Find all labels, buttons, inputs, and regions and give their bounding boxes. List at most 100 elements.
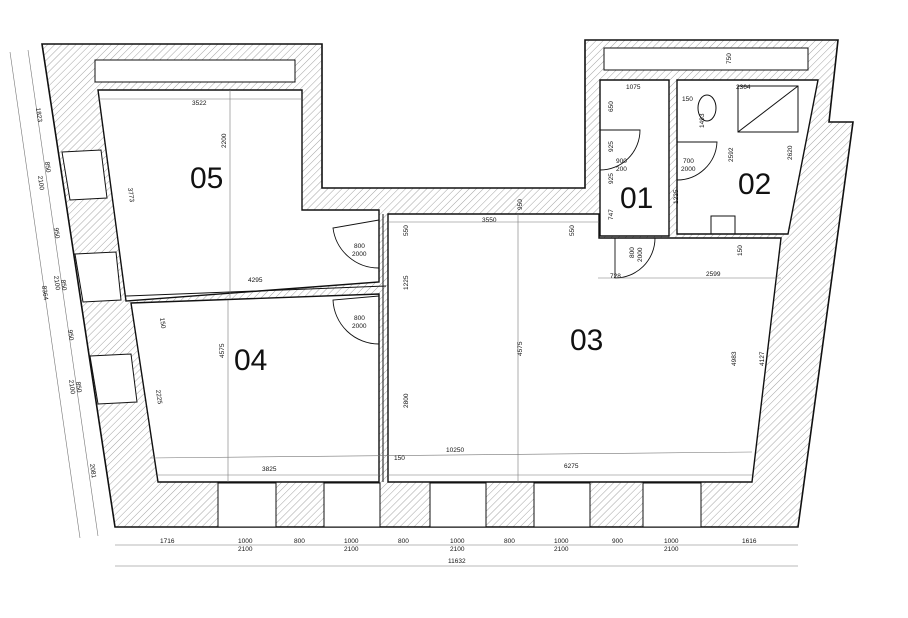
dim-bottom-4: 1000: [344, 538, 359, 545]
door-03-h: 2000: [637, 247, 644, 262]
dim-02-depth: 2592: [728, 147, 735, 162]
dim-bottom-14: 2100: [664, 546, 679, 553]
dim-bottom-5: 2100: [344, 546, 359, 553]
dim-03-depth: 4575: [517, 341, 524, 356]
door-04: [332, 295, 380, 345]
window-bottom-3: [429, 482, 487, 528]
dim-left-total: 8364: [40, 285, 49, 301]
dim-bottom-0: 1716: [160, 538, 175, 545]
dim-01-mid-1: 925: [608, 141, 615, 152]
dim-left-8: 2100: [67, 379, 76, 395]
dim-03-bottom: 6275: [564, 463, 579, 470]
window-bottom-2: [323, 482, 381, 528]
dim-total-width: 11632: [448, 558, 466, 565]
window-bottom-4: [533, 482, 591, 528]
door-02: [676, 141, 718, 181]
dim-bottom-12: 900: [612, 538, 623, 545]
dim-overall-inner: [149, 451, 753, 459]
door-03-w: 800: [629, 247, 636, 258]
room-05-floor: [97, 89, 380, 302]
room-04-floor: [130, 293, 380, 483]
dim-03-wall: 950: [517, 199, 524, 210]
dim-left-0: 1823: [34, 107, 43, 123]
dim-02-right: 2620: [787, 145, 794, 160]
dim-left-3: 950: [52, 227, 60, 239]
room-label-05: 05: [190, 162, 223, 195]
dim-bottom-3: 800: [294, 538, 305, 545]
dim-05-width: 3522: [192, 100, 207, 107]
dim-04-depth: 4575: [219, 343, 226, 358]
dim-left-9: 2081: [88, 463, 97, 479]
room-label-02: 02: [738, 168, 771, 201]
dim-02-lower: 1225: [673, 189, 680, 204]
door-04-h: 2000: [352, 323, 367, 330]
dim-03-right-outer: 4127: [759, 351, 766, 366]
dim-bottom-2: 2100: [238, 546, 253, 553]
window-top-left: [94, 59, 296, 83]
shower-tray: [737, 85, 799, 133]
room-03-floor: [387, 213, 782, 483]
dim-bottom-8: 2100: [450, 546, 465, 553]
dim-left-4: 850: [59, 279, 67, 291]
door-04-w: 800: [354, 315, 365, 322]
dim-bottom-9: 800: [504, 538, 515, 545]
dim-05-depth: 2200: [221, 133, 228, 148]
dim-02-basin: 150: [737, 245, 744, 256]
window-bottom-5: [642, 482, 702, 528]
dim-01-width: 1075: [626, 84, 641, 91]
dim-bottom-15: 1616: [742, 538, 757, 545]
room-01-floor: [599, 79, 670, 237]
dim-02-window: 750: [726, 53, 733, 64]
dim-02-wc-offset: 150: [682, 96, 693, 103]
toilet: [697, 94, 717, 122]
dim-03-wall-gap: 150: [394, 455, 405, 462]
dim-left-7: 850: [74, 381, 82, 393]
door-05-w: 800: [354, 243, 365, 250]
dim-04-wall: 150: [158, 317, 166, 329]
dim-bottom-11: 2100: [554, 546, 569, 553]
partition-04-05: [125, 285, 387, 297]
room-label-01: 01: [620, 182, 653, 215]
dim-left-5: 2100: [52, 275, 61, 291]
dim-bottom-1: 1000: [238, 538, 253, 545]
dim-03-step: 728: [610, 273, 621, 280]
window-left-1: [61, 149, 108, 201]
window-bottom-1: [217, 482, 277, 528]
dim-left-2: 2100: [36, 175, 45, 191]
dim-bottom-7: 1000: [450, 538, 465, 545]
door-02-h: 2000: [681, 166, 696, 173]
dim-bottom-13: 1000: [664, 538, 679, 545]
shower-diagonal: [737, 85, 799, 133]
dim-05-bottom: 4295: [248, 277, 263, 284]
window-left-2: [74, 251, 122, 303]
dim-03-lower: 2800: [403, 393, 410, 408]
dim-left-1: 850: [43, 161, 51, 173]
dim-bottom-10: 1000: [554, 538, 569, 545]
wash-basin: [710, 215, 736, 235]
dim-01-mid-2: 925: [608, 173, 615, 184]
dim-03-top: 3550: [482, 217, 497, 224]
dim-line-left-1: [9, 51, 81, 539]
window-top-right: [603, 47, 809, 71]
door-02-w: 700: [683, 158, 694, 165]
dim-03-upper-right: 2599: [706, 271, 721, 278]
dim-04-left: 2225: [154, 389, 163, 405]
dim-02-width: 2364: [736, 84, 751, 91]
door-05-h: 2000: [352, 251, 367, 258]
dim-01-bottom: 747: [608, 209, 615, 220]
room-label-03: 03: [570, 324, 603, 357]
dim-03-right-inner: 4983: [731, 351, 738, 366]
dim-03-opening-l: 550: [403, 225, 410, 236]
door-05: [332, 219, 380, 269]
dim-03-opening-r: 550: [569, 225, 576, 236]
dim-04-width: 3825: [262, 466, 277, 473]
dim-bottom-6: 800: [398, 538, 409, 545]
dim-line-left-2: [27, 49, 99, 537]
door-01-w: 900: [616, 158, 627, 165]
dim-02-wc-depth: 1493: [699, 113, 706, 128]
window-left-3: [89, 353, 138, 405]
dim-03-overall: 10250: [446, 447, 464, 454]
room-label-04: 04: [234, 344, 267, 377]
dim-05-left: 3773: [126, 187, 135, 203]
